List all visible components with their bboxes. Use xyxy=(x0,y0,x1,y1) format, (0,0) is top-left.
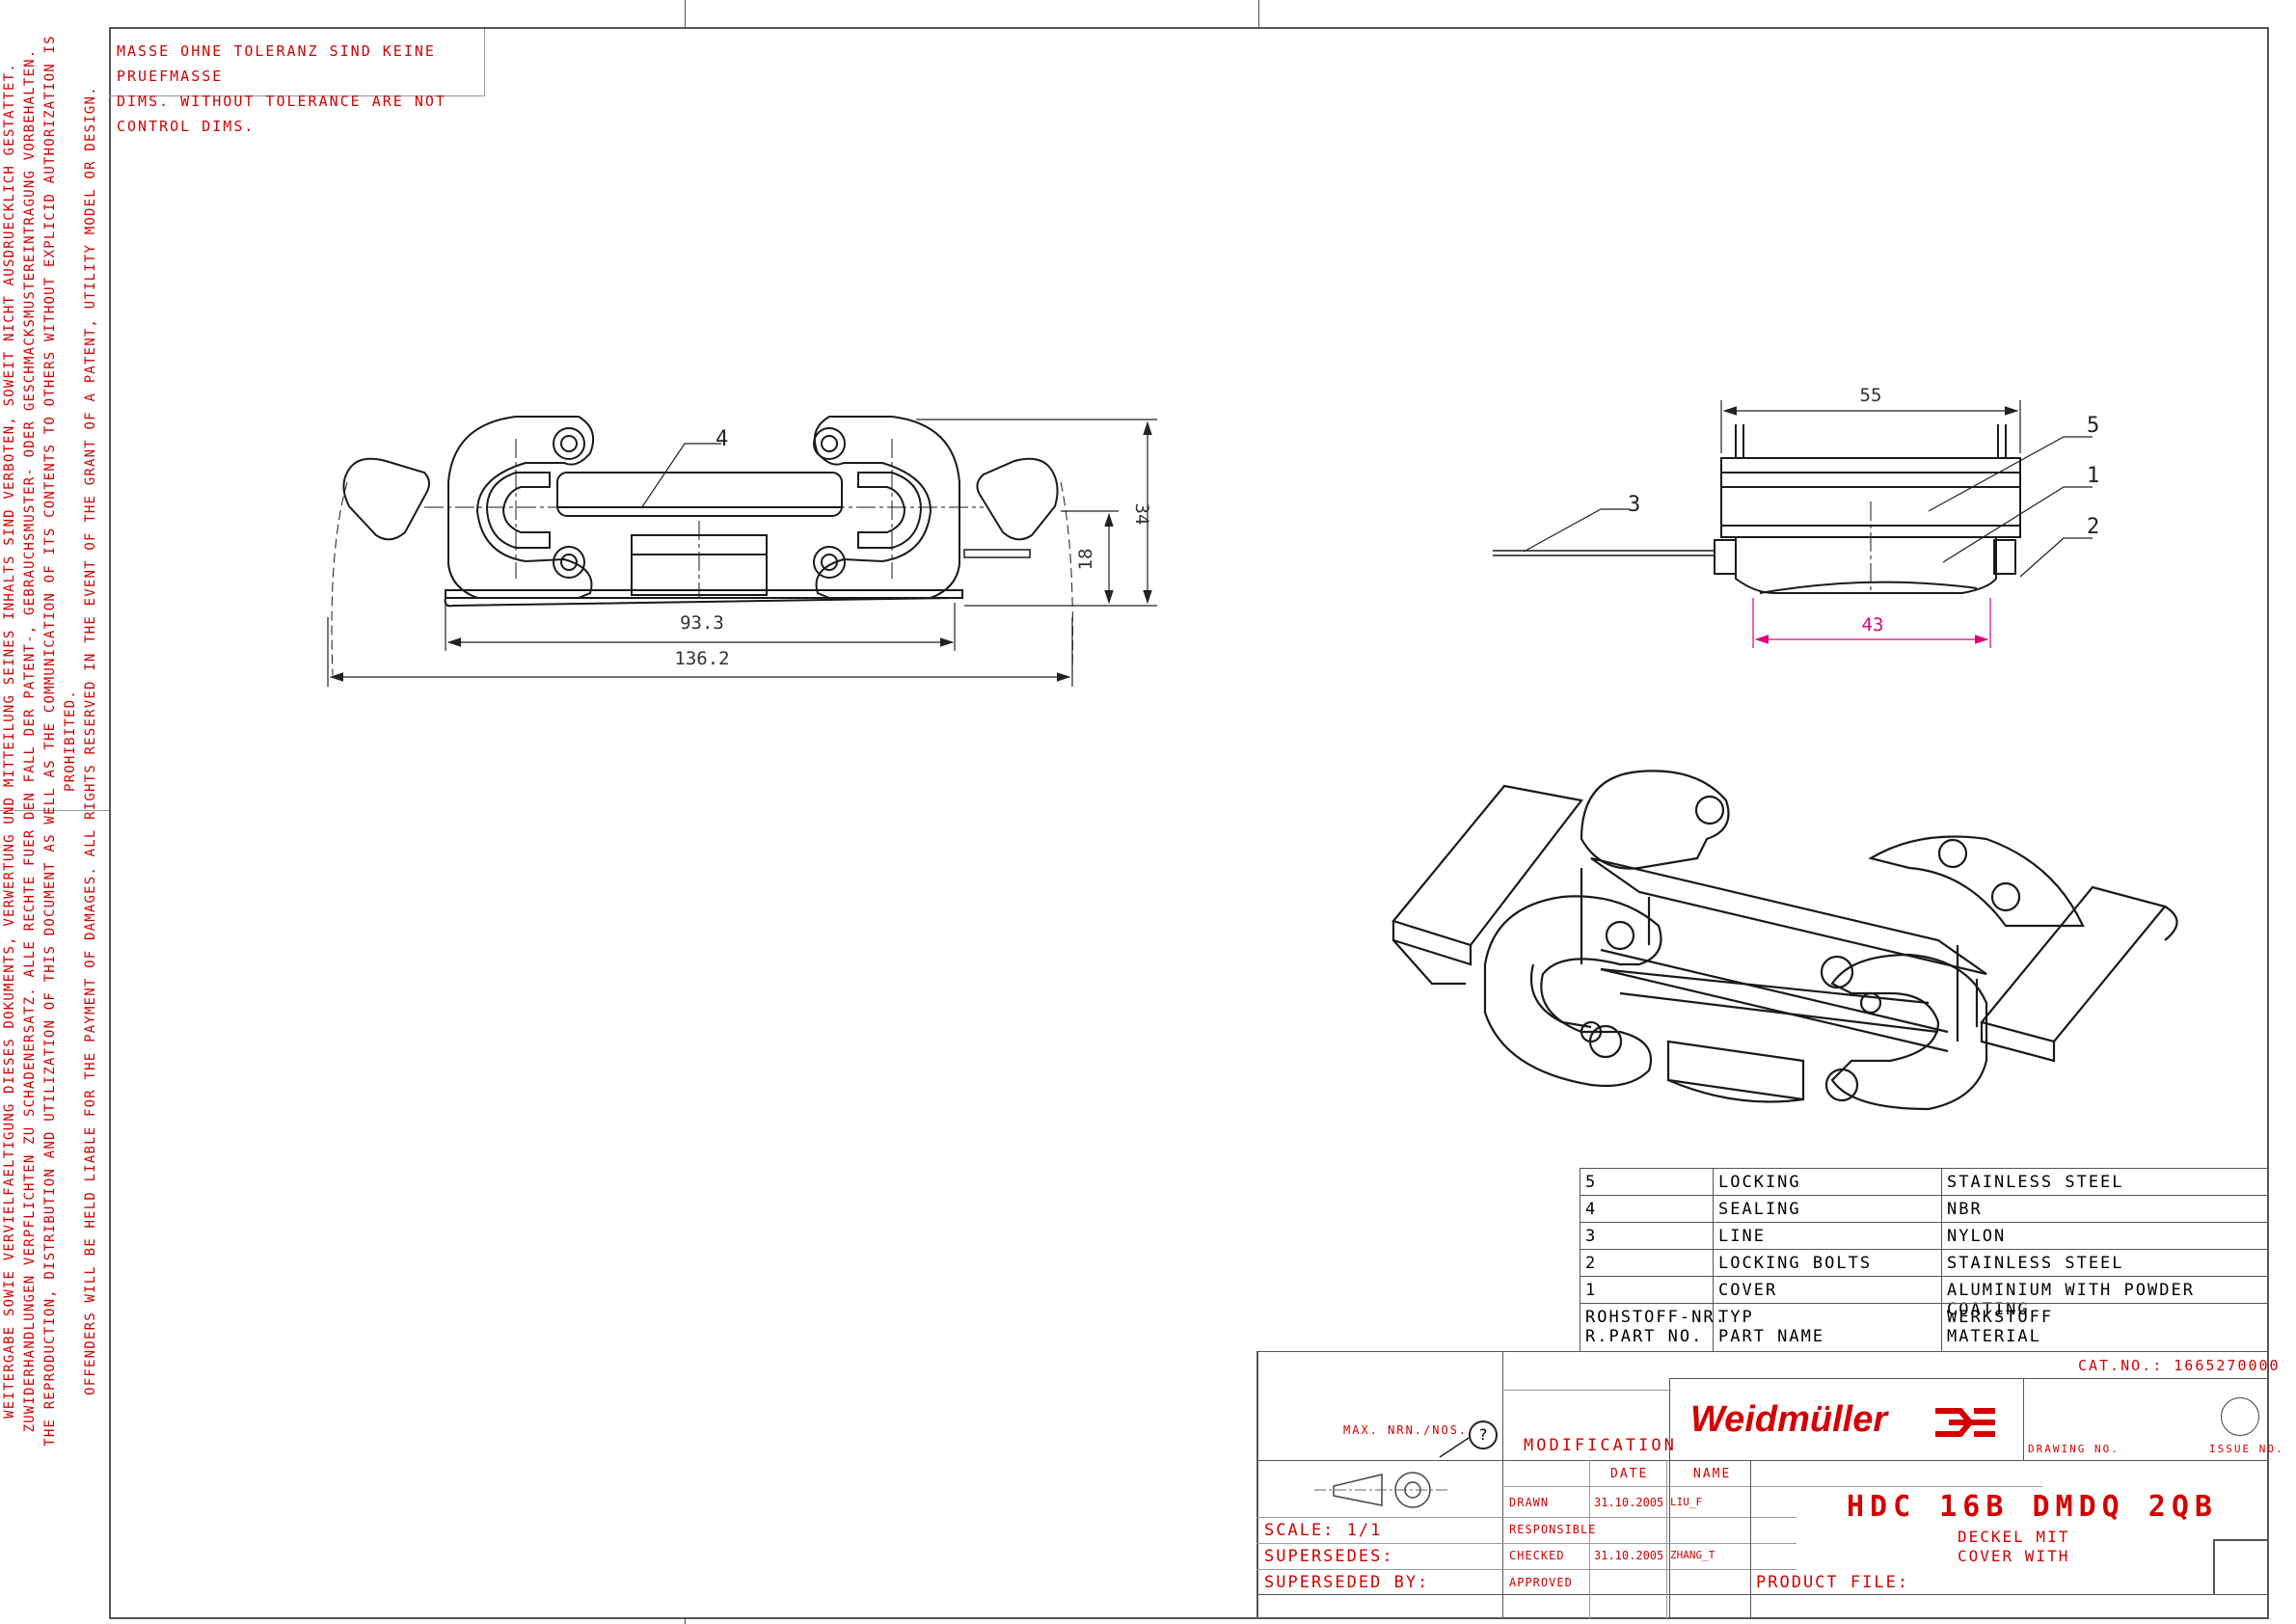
bom-header-mat-de: WERKSTOFF xyxy=(1947,1308,2054,1327)
bom-header-name-en: PART NAME xyxy=(1718,1327,1825,1346)
callout-3: 3 xyxy=(1628,493,1640,517)
callout-2: 2 xyxy=(2087,515,2099,539)
side-dimensions xyxy=(1523,400,2093,578)
bom-row: 1 COVER ALUMINIUM WITH POWDER COATING xyxy=(1580,1276,2269,1319)
isometric-view xyxy=(1391,770,2178,1111)
bom-header-name-de: TYP xyxy=(1718,1308,1754,1327)
zone-tick xyxy=(685,1618,686,1624)
drawing-no-label: DRAWING NO. xyxy=(2028,1443,2120,1455)
help-icon: ? xyxy=(1469,1421,1498,1449)
dim-18: 18 xyxy=(1075,549,1096,571)
bom-row: 5 LOCKING STAINLESS STEEL xyxy=(1580,1168,2269,1196)
drawn-date: 31.10.2005 xyxy=(1594,1496,1664,1509)
callout-1: 1 xyxy=(2087,464,2099,488)
front-dimensions xyxy=(327,419,1157,687)
max-nrn: MAX. NRN./NOS. xyxy=(1343,1423,1469,1437)
product-file-label: PRODUCT FILE: xyxy=(1756,1573,1910,1592)
dim-93-3: 93.3 xyxy=(680,612,724,634)
bom-name: SEALING xyxy=(1718,1200,1801,1219)
dim-43: 43 xyxy=(1862,614,1884,636)
bom-name: LOCKING BOLTS xyxy=(1718,1254,1873,1273)
brand-name: Weidmüller xyxy=(1690,1399,1888,1440)
drawing-title: HDC 16B DMDQ 2QB xyxy=(1847,1490,2218,1524)
checked-date: 31.10.2005 xyxy=(1594,1549,1664,1562)
issue-circle xyxy=(2221,1397,2259,1436)
responsible-label: RESPONSIBLE xyxy=(1509,1523,1597,1536)
warning-line-en: DIMS. WITHOUT TOLERANCE ARE NOT CONTROL … xyxy=(117,93,446,135)
dim-136-2: 136.2 xyxy=(674,648,729,669)
bom-no: 2 xyxy=(1585,1254,1598,1273)
bom-no: 1 xyxy=(1585,1281,1598,1300)
brand-logo: Weidmüller xyxy=(1690,1395,2018,1453)
bom-row: 3 LINE NYLON xyxy=(1580,1222,2269,1250)
zone-tick xyxy=(1258,0,1259,27)
zone-tick xyxy=(685,0,686,27)
bom-row: 4 SEALING NBR xyxy=(1580,1195,2269,1223)
zone-tick xyxy=(0,810,109,811)
tolerance-warning: MASSE OHNE TOLERANZ SIND KEINE PRUEFMASS… xyxy=(109,29,485,135)
bom-name: LOCKING xyxy=(1718,1173,1801,1192)
checked-name: ZHANG_T xyxy=(1670,1549,1715,1561)
drawing-frame xyxy=(109,27,2269,1619)
side-view xyxy=(1493,424,2021,594)
cat-no: CAT.NO.: 1665270000 xyxy=(2078,1357,2281,1374)
warning-line-de: MASSE OHNE TOLERANZ SIND KEINE PRUEFMASS… xyxy=(117,42,436,85)
callout-5: 5 xyxy=(2087,414,2099,438)
callout-4: 4 xyxy=(716,427,728,451)
bom-header-no-de: ROHSTOFF-NR. xyxy=(1585,1308,1727,1327)
bom-header-mat-en: MATERIAL xyxy=(1947,1327,2041,1346)
bom-material: NYLON xyxy=(1947,1227,2007,1246)
bom-no: 3 xyxy=(1585,1227,1598,1246)
bom-material: NBR xyxy=(1947,1200,1983,1219)
title-block: CAT.NO.: 1665270000 MAX. NRN./NOS. ? MOD… xyxy=(1256,1351,2282,1619)
supersedes-label: SUPERSEDES: xyxy=(1264,1547,1394,1566)
bom-row: 2 LOCKING BOLTS STAINLESS STEEL xyxy=(1580,1249,2269,1277)
weidmuller-mark-icon xyxy=(1935,1408,1995,1437)
drawn-label: DRAWN xyxy=(1509,1496,1550,1509)
checked-label: CHECKED xyxy=(1509,1549,1565,1562)
bom-name: LINE xyxy=(1718,1227,1766,1246)
scale-label: SCALE: 1/1 xyxy=(1264,1521,1383,1540)
dim-34: 34 xyxy=(1131,503,1152,526)
issue-no-label: ISSUE NO. xyxy=(2209,1443,2284,1455)
subtitle-de: DECKEL MIT xyxy=(1958,1528,2070,1546)
bom-material: ALUMINIUM WITH POWDER COATING xyxy=(1947,1281,2195,1319)
bom-no: 4 xyxy=(1585,1200,1598,1219)
modification-label: MODIFICATION xyxy=(1524,1436,1677,1455)
bom-material: STAINLESS STEEL xyxy=(1947,1254,2124,1273)
bom-no: 5 xyxy=(1585,1173,1598,1192)
superseded-by-label: SUPERSEDED BY: xyxy=(1264,1573,1430,1592)
bom-header-no-en: R.PART NO. xyxy=(1585,1327,1704,1346)
date-header: DATE xyxy=(1610,1467,1649,1481)
drawn-name: LIU_F xyxy=(1670,1496,1703,1508)
bom-material: STAINLESS STEEL xyxy=(1947,1173,2124,1192)
side-dim-bottom xyxy=(1752,598,1991,648)
front-view xyxy=(331,416,1073,676)
bill-of-materials: 5 LOCKING STAINLESS STEEL 4 SEALING NBR … xyxy=(1580,1168,2269,1351)
approved-label: APPROVED xyxy=(1509,1576,1573,1589)
dim-55: 55 xyxy=(1860,385,1882,406)
name-header: NAME xyxy=(1693,1467,1732,1481)
projection-icon xyxy=(1314,1437,1470,1508)
bom-name: COVER xyxy=(1718,1281,1778,1300)
subtitle-en: COVER WITH xyxy=(1958,1547,2070,1565)
